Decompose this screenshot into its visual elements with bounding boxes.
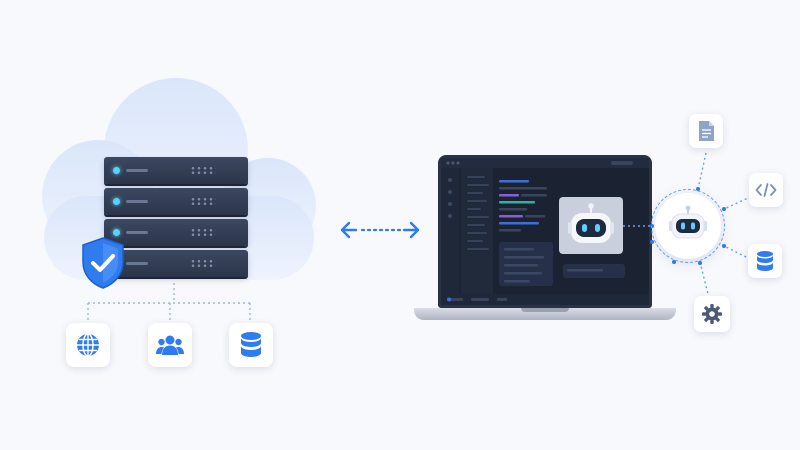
database-card	[748, 244, 782, 278]
globe-icon	[77, 333, 99, 357]
server-rack-icon	[104, 157, 248, 281]
settings-card	[694, 296, 730, 332]
server-unit	[104, 188, 248, 215]
users-icon	[156, 335, 184, 355]
globe-card	[66, 323, 110, 367]
assistant-hub	[655, 193, 721, 259]
server-unit	[104, 219, 248, 246]
code-card	[749, 173, 783, 207]
robot-icon	[568, 203, 614, 243]
laptop-base	[414, 308, 676, 320]
dashboard-ui	[441, 158, 649, 305]
document-icon	[699, 121, 714, 141]
users-card	[148, 323, 192, 367]
server-unit	[104, 157, 248, 184]
bidirectional-arrow-icon	[340, 221, 420, 239]
shield-check-icon	[82, 237, 124, 289]
robot-icon	[669, 205, 707, 239]
hub-ring	[651, 189, 725, 263]
laptop-notch	[521, 308, 569, 312]
document-card	[689, 114, 723, 148]
assistant-tile	[559, 197, 623, 254]
database-icon	[241, 332, 261, 357]
database-icon	[757, 251, 773, 271]
code-icon	[755, 183, 777, 197]
database-card	[229, 323, 273, 367]
laptop-screen	[438, 155, 652, 308]
gear-icon	[702, 304, 722, 324]
